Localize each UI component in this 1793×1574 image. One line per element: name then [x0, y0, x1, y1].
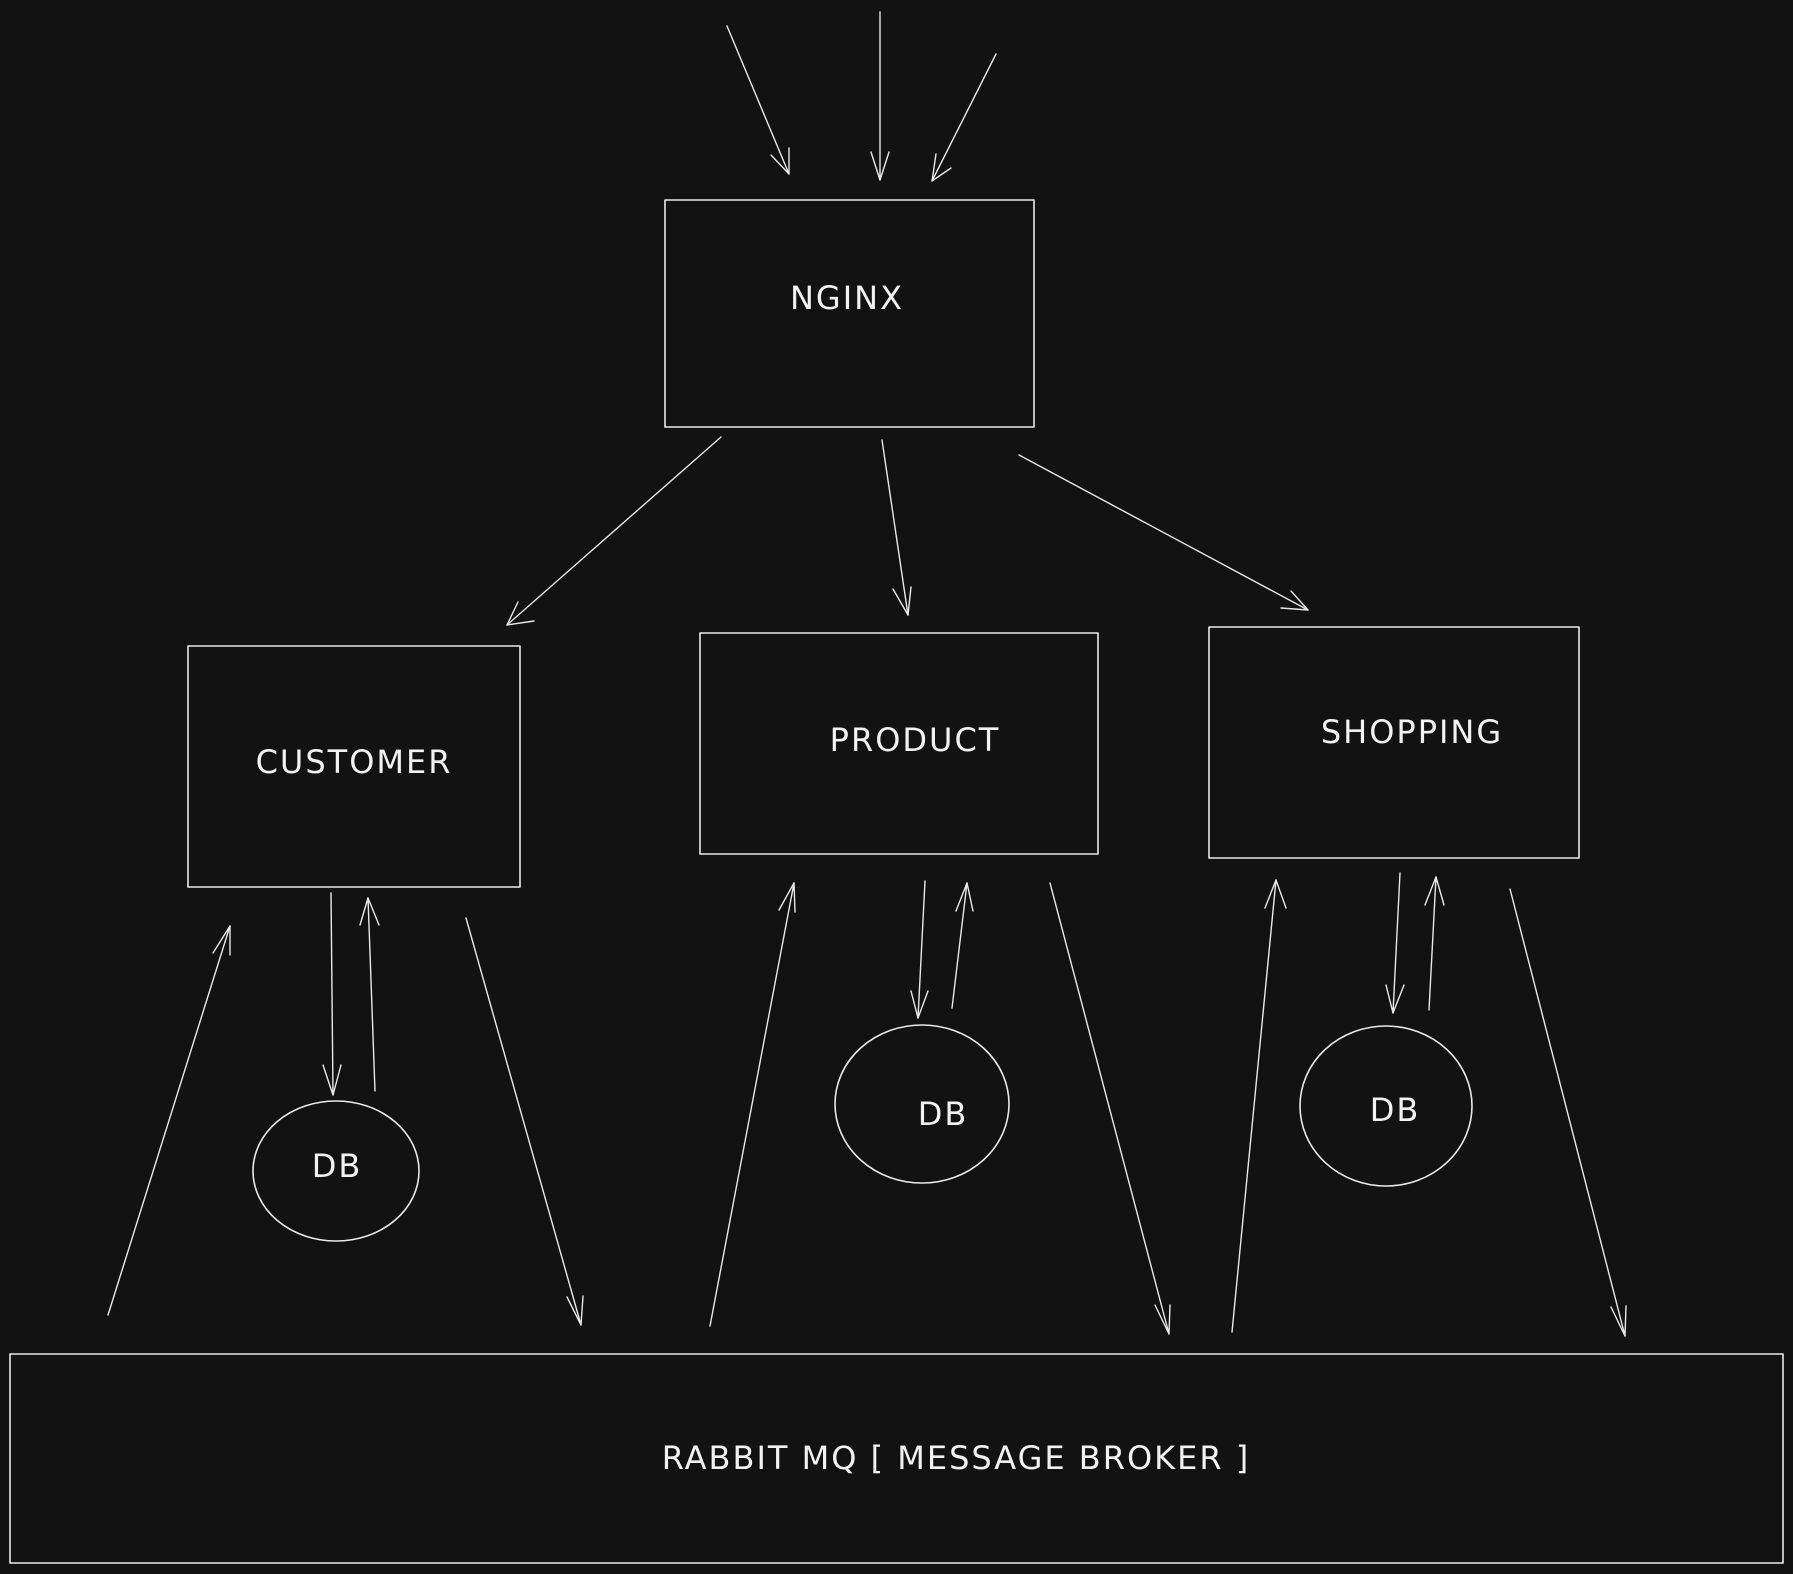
arrow-nginx-to-shopping: [1018, 454, 1309, 611]
arrow-broker-to-customer: [107, 925, 231, 1316]
nginx-box[interactable]: [664, 199, 1035, 428]
nginx-label: NGINX: [790, 279, 904, 317]
arrow-client-to-nginx-center: [870, 11, 890, 181]
arrow-product-to-db: [910, 880, 929, 1019]
arrow-broker-to-shopping: [1231, 879, 1287, 1333]
broker-label: RABBIT MQ [ MESSAGE BROKER ]: [662, 1439, 1251, 1477]
arrow-customer-to-db: [322, 892, 342, 1096]
arrow-shopping-to-broker: [1509, 888, 1627, 1337]
arrow-shopping-to-db: [1385, 872, 1405, 1014]
arrow-customer-to-broker: [465, 917, 584, 1326]
customer-label: CUSTOMER: [256, 743, 453, 781]
arrow-broker-to-product: [709, 882, 796, 1327]
product-box[interactable]: [699, 632, 1099, 855]
arrow-nginx-to-product: [881, 439, 912, 616]
shopping-db-label: DB: [1370, 1091, 1421, 1129]
shopping-db-circle[interactable]: [1299, 1025, 1473, 1187]
arrow-db-to-shopping: [1424, 876, 1445, 1011]
product-db-label: DB: [918, 1095, 969, 1133]
customer-box[interactable]: [187, 645, 521, 888]
arrow-db-to-product: [951, 882, 974, 1009]
customer-db-circle[interactable]: [252, 1100, 420, 1242]
shopping-label: SHOPPING: [1321, 713, 1503, 751]
arrow-product-to-broker: [1049, 882, 1171, 1335]
product-label: PRODUCT: [830, 721, 1001, 759]
shopping-box[interactable]: [1208, 626, 1580, 859]
customer-db-label: DB: [312, 1147, 363, 1185]
arrow-nginx-to-customer: [506, 436, 722, 626]
arrow-client-to-nginx-left: [726, 25, 790, 175]
broker-box[interactable]: [9, 1353, 1784, 1564]
arrow-db-to-customer: [359, 897, 380, 1092]
product-db-circle[interactable]: [834, 1024, 1010, 1184]
arrow-client-to-nginx-right: [931, 53, 997, 182]
